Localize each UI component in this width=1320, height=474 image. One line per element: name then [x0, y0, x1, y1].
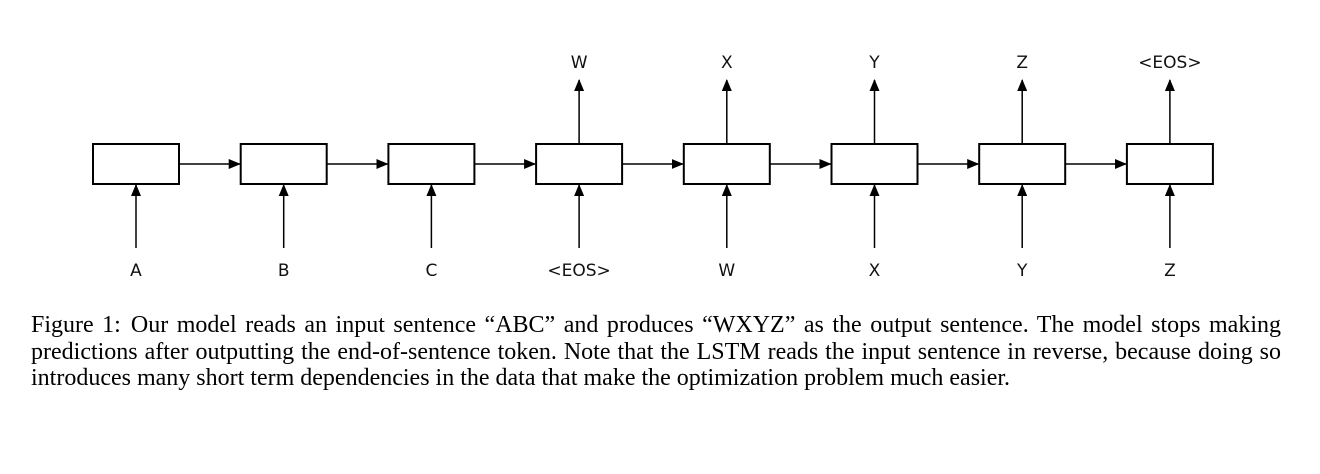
input-token-label: <EOS> [547, 261, 610, 281]
output-token-label: <EOS> [1138, 53, 1201, 73]
input-token-label: W [718, 261, 735, 281]
output-token-label: Y [868, 53, 880, 73]
input-token-label: C [425, 261, 437, 281]
output-token-label: X [721, 53, 733, 73]
input-token-label: B [278, 261, 290, 281]
seq2seq-diagram: A B C <EOS> W W X X Y Y Z Z <EOS> [92, 53, 1214, 281]
lstm-cell-box [830, 143, 919, 185]
lstm-cell-box [239, 143, 328, 185]
lstm-cell-box [92, 143, 180, 185]
input-token-label: Y [1016, 261, 1028, 281]
input-token-label: A [130, 261, 142, 281]
lstm-cell-box [682, 143, 771, 185]
output-token-label: Z [1016, 53, 1028, 73]
caption-text: Our model reads an input sentence “ABC” … [31, 312, 1282, 391]
caption-label: Figure 1: [31, 312, 121, 338]
input-token-label: Z [1164, 261, 1176, 281]
lstm-cell-box [978, 143, 1067, 185]
lstm-cell-box [387, 143, 476, 185]
output-token-label: W [571, 53, 588, 73]
figure-caption: Figure 1:Our model reads an input senten… [31, 312, 1281, 392]
lstm-cell-box [535, 143, 624, 185]
input-token-label: X [869, 261, 881, 281]
lstm-cell-box [1125, 143, 1214, 185]
